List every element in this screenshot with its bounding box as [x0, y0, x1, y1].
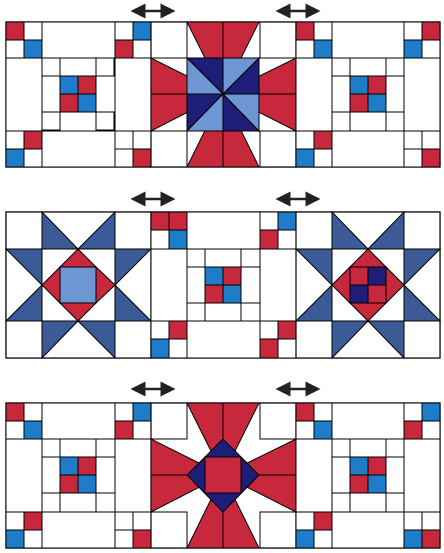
sawtooth-star-block	[6, 212, 151, 358]
lemoyne-star-block	[151, 22, 296, 167]
star-square-in-square-block	[151, 403, 296, 548]
quilt-row-2	[6, 199, 440, 358]
sawtooth-star-checker-block	[296, 212, 440, 358]
nine-patch-chain-block	[6, 403, 151, 548]
quilt-row-1	[6, 11, 440, 167]
quilt-row-3	[6, 389, 440, 548]
nine-patch-chain-block	[6, 22, 151, 167]
nine-patch-chain-block	[296, 403, 440, 548]
nine-patch-chain-block	[296, 22, 440, 167]
nine-patch-chain-block	[151, 212, 296, 358]
